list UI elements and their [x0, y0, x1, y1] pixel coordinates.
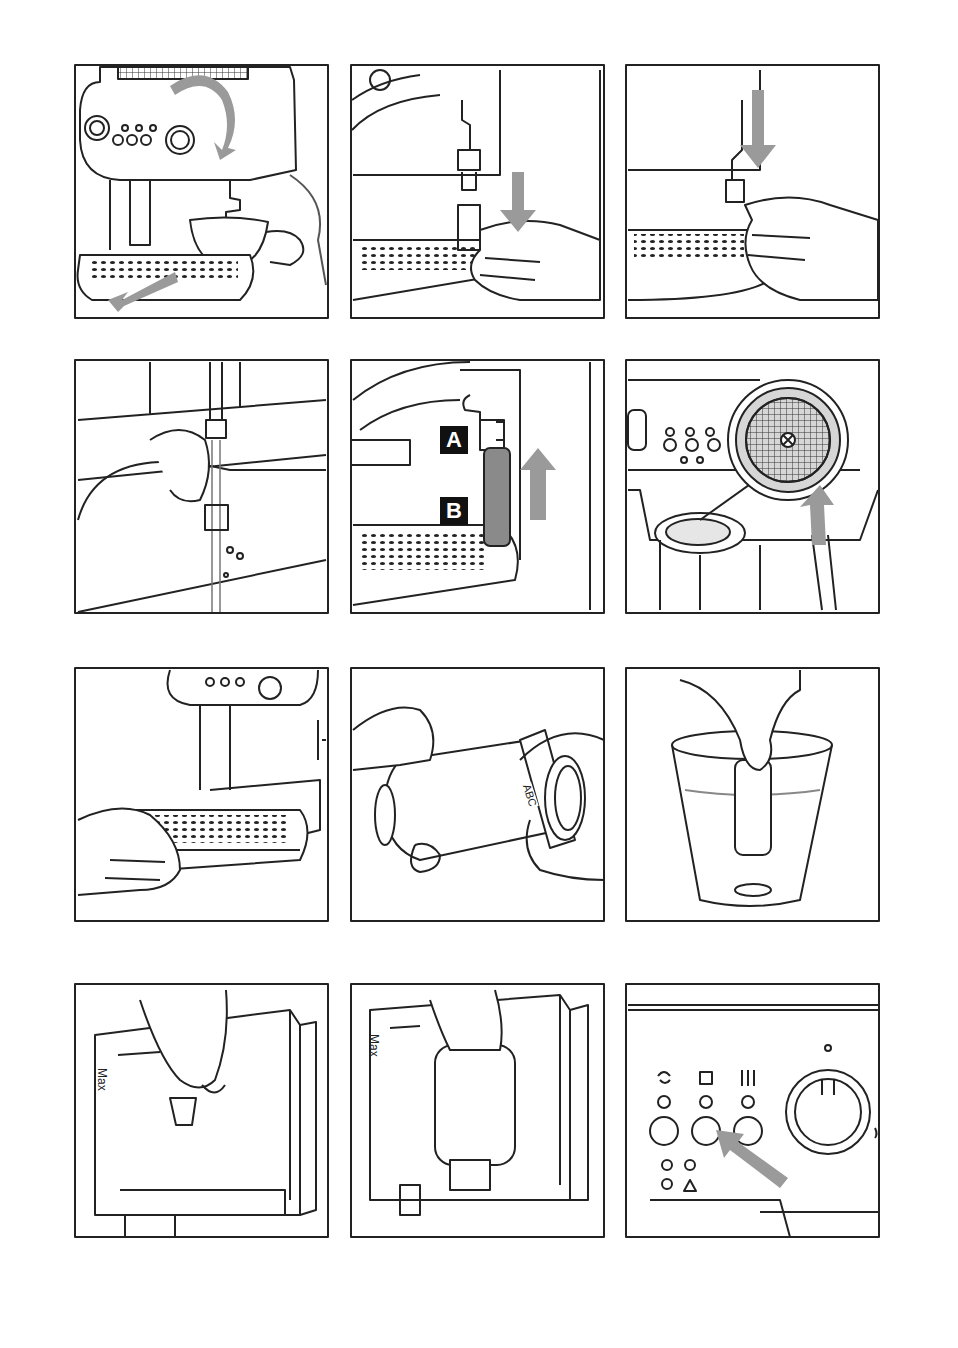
tank-drawing: [370, 990, 588, 1215]
panel-frame: [75, 65, 328, 318]
tray-drawing: [78, 670, 326, 895]
tag-letter: B: [440, 500, 468, 522]
panel-frame: [75, 668, 328, 921]
sleeve-drawing: [352, 362, 590, 610]
panel-frame: [351, 360, 604, 613]
panel-frame: [351, 984, 604, 1237]
panel-frame: [75, 984, 328, 1237]
panel-frame: [626, 360, 879, 613]
level-marking: Max: [368, 1034, 380, 1057]
down-arrow: [740, 90, 776, 168]
panel-frame: [626, 65, 879, 318]
glass-drawing: [672, 670, 832, 906]
letter-tag: B: [440, 497, 468, 525]
panel-frame: [351, 668, 604, 921]
cartridge-drawing: [353, 708, 604, 881]
nozzle-drawing: [628, 70, 878, 300]
letter-tag: A: [440, 426, 468, 454]
control-panel: [628, 1005, 878, 1237]
milk-sleeve: [484, 448, 510, 546]
level-marking: Max: [96, 1068, 108, 1091]
panel-frame: [351, 65, 604, 318]
machine-drawing: [78, 67, 326, 300]
press-arrow: [716, 1130, 788, 1188]
nozzle-drawing: [352, 70, 600, 300]
pull-arrow: [108, 272, 178, 312]
dial-marking: ABC: [521, 782, 539, 809]
up-arrow: [800, 485, 834, 545]
down-arrow: [500, 172, 536, 232]
tank-drawing: [95, 990, 316, 1237]
rotate-arrow: [170, 75, 236, 160]
tag-letter: A: [440, 429, 468, 451]
up-arrow: [520, 448, 556, 520]
panel-frame: [626, 984, 879, 1237]
panel-frame: [626, 668, 879, 921]
sink-drawing: [78, 362, 326, 612]
filter-drawing: [628, 380, 878, 610]
panel-frame: [75, 360, 328, 613]
